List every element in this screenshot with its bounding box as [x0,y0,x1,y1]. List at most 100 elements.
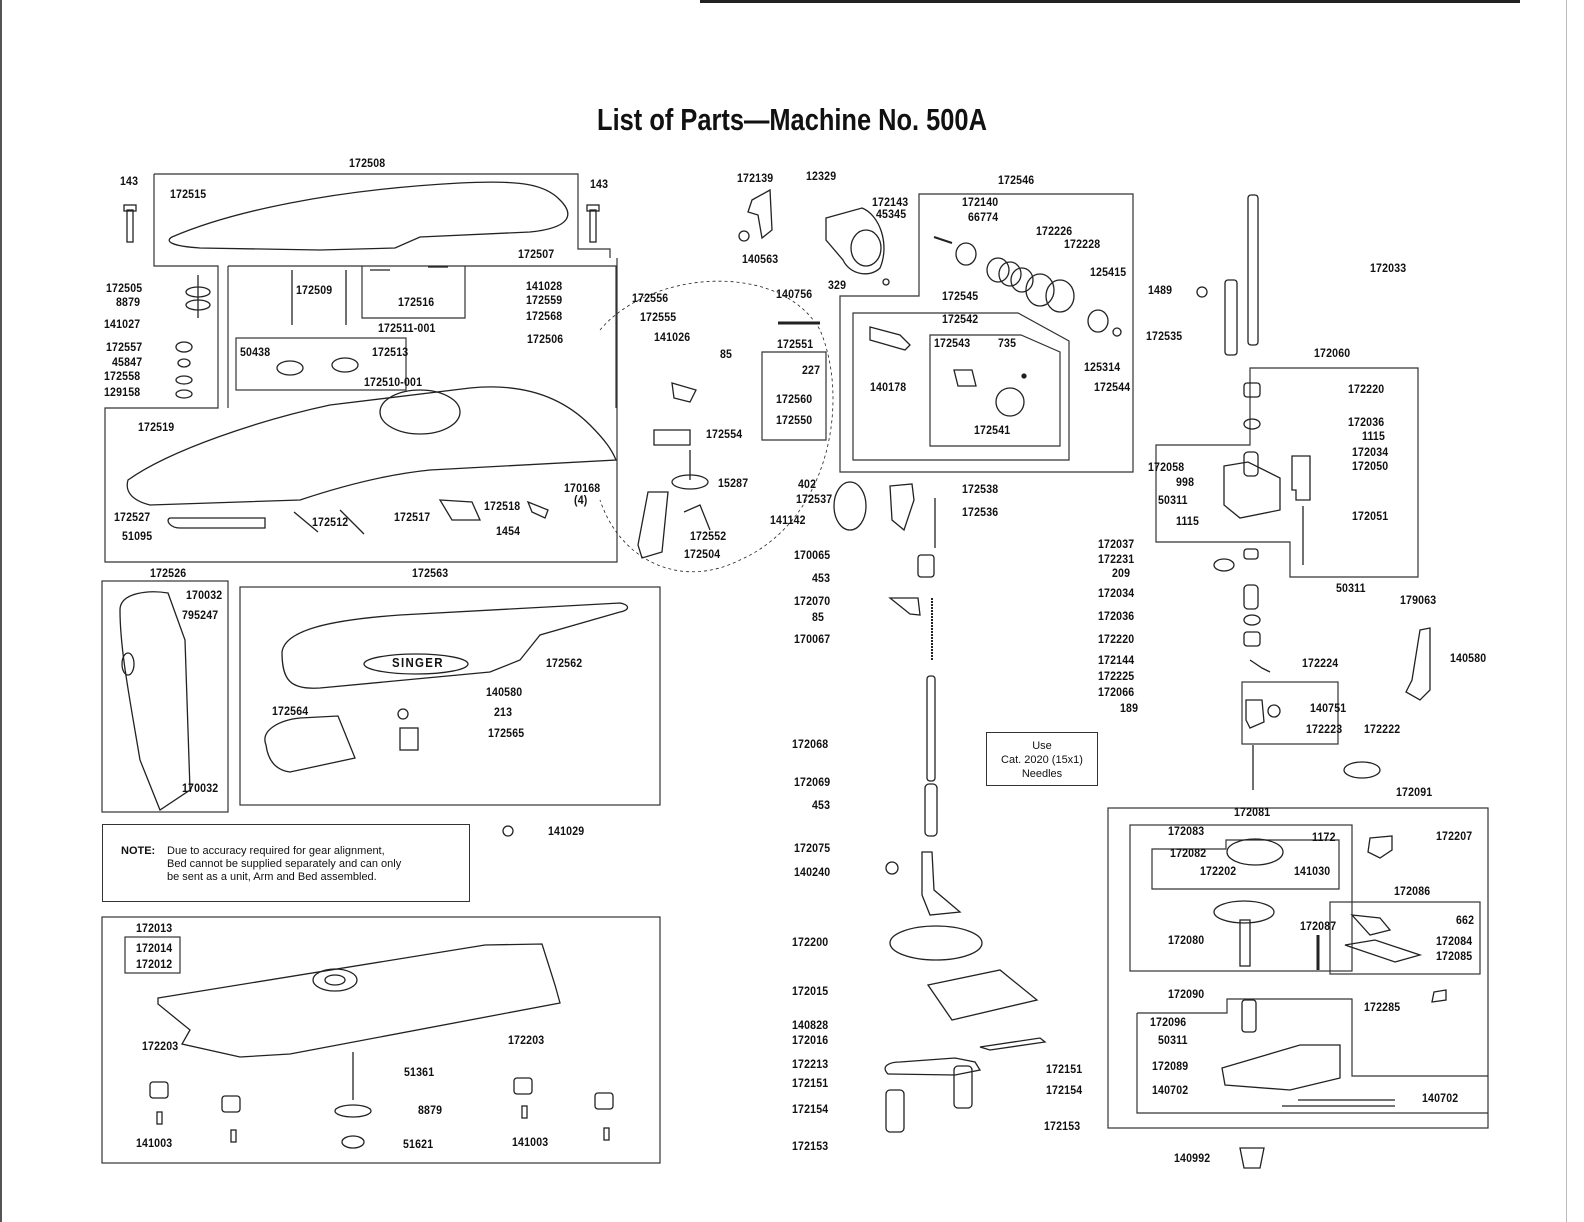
group-172081-box [1129,824,1353,972]
spring-125415-shape [1045,279,1075,313]
spring-172154-right-shape [953,1065,973,1109]
part-number-label: 50311 [1158,1033,1188,1047]
group-172516-box [361,266,466,319]
part-number-label: 172068 [792,737,829,751]
group-172511-box [235,337,407,391]
part-number-label: 172016 [792,1033,829,1047]
part-number-label: 85 [720,347,733,361]
part-number-label: 125314 [1084,360,1121,374]
part-number-label: 172560 [776,392,813,406]
part-number-label: 140580 [1450,651,1487,665]
screw-329-shape [882,278,890,286]
part-number-label: 172231 [1098,552,1135,566]
part-number-label: 172517 [394,510,431,524]
note-line: Due to accuracy required for gear alignm… [167,845,385,857]
group-172526-box [101,580,229,813]
screw-213-shape [397,708,409,720]
plate-172143-shape [825,207,885,275]
top-cover-plate-shape [168,181,569,251]
washer-172544-shape [1112,327,1122,337]
knob-45847-shape [177,358,191,368]
part-number-label: 50438 [240,345,271,359]
assembly-note-box: NOTE: Due to accuracy required for gear … [102,824,470,902]
disc-50438-a [276,360,304,376]
part-number-label: 1172 [1312,830,1336,844]
part-number-label: 45345 [876,207,907,221]
part-number-label: 172012 [136,957,173,971]
part-number-label: 189 [1120,701,1139,715]
bushing-172096-shape [1241,999,1257,1033]
part-number-label: 8879 [418,1103,443,1117]
part-number-label: 172069 [794,775,831,789]
discs-172226-shape [986,257,1034,293]
bobbin-case-172082-shape [1226,838,1284,866]
clamp-172223-shape [1245,699,1265,729]
part-number-label: 998 [1176,475,1195,489]
part-number-label: 172224 [1302,656,1339,670]
part-number-label: 172559 [526,293,563,307]
bracket-172527-shape [167,517,266,529]
part-number-label: 143 [120,174,139,188]
part-number-label: 172511-001 [378,321,436,335]
needle-note-line: Use [1032,740,1052,752]
arm-hole-shape [379,389,461,435]
group-172508-left [104,174,618,563]
stud-172535-shape [1224,279,1238,356]
part-number-label: 172058 [1148,460,1185,474]
part-number-label: 172086 [1394,884,1431,898]
group-172090-box [1136,998,1488,1114]
clamp-170065-shape [917,554,935,578]
group-172508-outline [154,173,611,258]
part-number-label: 735 [998,336,1017,350]
part-number-label: 172223 [1306,722,1343,736]
group-172091-box [1107,807,1489,1129]
disc-50438-b [331,357,359,373]
knob-172557-shape [175,341,193,353]
part-number-label: 172507 [518,247,555,261]
screw-143-left-shape [123,204,137,243]
gear-140992-shape [1239,1147,1265,1169]
part-number-label: 51621 [403,1137,434,1151]
foot-51621-shape [341,1135,365,1149]
part-number-label: 172081 [1234,805,1271,819]
part-number-label: 453 [812,571,831,585]
part-number-label: 172535 [1146,329,1183,343]
knob-172541-shape [995,387,1025,417]
part-number-label: 179063 [1400,593,1437,607]
part-number-label: 15287 [718,476,749,490]
part-number-label: 172153 [1044,1119,1081,1133]
part-number-label: 172154 [792,1102,829,1116]
part-number-label: 329 [828,278,847,292]
part-number-label: 172200 [792,935,829,949]
collar-172037-shape [1243,548,1259,560]
part-number-label: 170032 [186,588,223,602]
part-number-label: 141142 [770,513,806,527]
part-number-label: 170065 [794,548,831,562]
group-172563-box [239,586,661,806]
bar-172068-shape [926,675,936,782]
stud-140178-shape [869,326,911,351]
part-number-label: 209 [1112,566,1131,580]
part-number-label: 172558 [104,369,141,383]
plate-172517-shape [438,499,482,521]
part-number-label: 172554 [706,427,743,441]
part-number-label: 172527 [114,510,151,524]
part-number-label: 172555 [640,310,677,324]
part-number-label: 170067 [794,632,831,646]
part-number-label: 66774 [968,210,999,224]
screw-140751-shape [1267,704,1281,718]
part-number-label: 172033 [1370,261,1407,275]
shaft-172033-shape [1247,194,1259,346]
part-number-label: 172051 [1352,509,1389,523]
part-number-label: 170032 [182,781,219,795]
bracket-172207-shape [1367,835,1393,859]
part-number-label: 141029 [548,824,585,838]
hook-172144-shape [1249,659,1271,673]
part-number-label: 172203 [142,1039,179,1053]
screw-735-shape [1021,373,1027,379]
part-number-label: 172220 [1098,632,1135,646]
group-172083-box [1151,839,1340,890]
part-number-label: 172542 [942,312,979,326]
part-number-label: 125415 [1090,265,1127,279]
